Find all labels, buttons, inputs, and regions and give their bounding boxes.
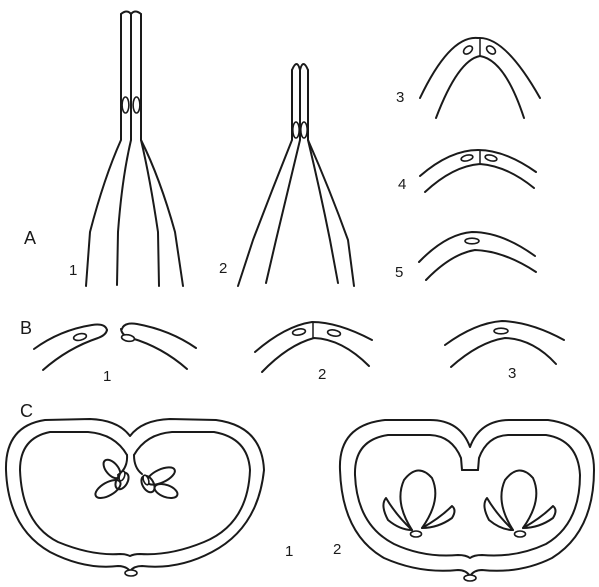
a1-left-bundle bbox=[122, 97, 129, 113]
a5-bundle bbox=[465, 238, 479, 244]
b2-right-bundle bbox=[327, 329, 341, 337]
panel-a5-drawing bbox=[419, 232, 536, 280]
panel-a-number-3: 3 bbox=[396, 90, 404, 105]
a3-left-bundle bbox=[462, 44, 474, 55]
panel-b3-drawing bbox=[445, 321, 564, 367]
panel-c1-drawing bbox=[6, 419, 264, 576]
c1-left-cluster-bundle bbox=[118, 470, 126, 481]
panel-c-number-1: 1 bbox=[285, 544, 293, 559]
a3-right-bundle bbox=[485, 44, 497, 55]
panel-c2-drawing bbox=[340, 420, 594, 581]
panel-a-number-2: 2 bbox=[219, 261, 227, 276]
panel-a-number-4: 4 bbox=[398, 177, 406, 192]
b3-bundle bbox=[494, 328, 508, 334]
panel-b1-drawing bbox=[34, 324, 196, 370]
b1-left-bundle bbox=[73, 333, 87, 342]
panel-b-number-3: 3 bbox=[508, 366, 516, 381]
panel-b-number-2: 2 bbox=[318, 367, 326, 382]
panel-a2-drawing bbox=[238, 64, 354, 286]
panel-c-number-2: 2 bbox=[333, 542, 341, 557]
c2-bottom-bundle bbox=[464, 575, 476, 581]
panel-a-number-1: 1 bbox=[69, 263, 77, 278]
b2-left-bundle bbox=[292, 328, 306, 336]
panel-b-number-1: 1 bbox=[103, 369, 111, 384]
a1-right-bundle bbox=[133, 97, 140, 113]
b1-right-bundle bbox=[121, 334, 135, 343]
panel-a1-drawing bbox=[86, 12, 183, 287]
a2-right-bundle bbox=[301, 122, 307, 138]
a4-right-bundle bbox=[485, 154, 498, 162]
panel-label-c: C bbox=[20, 402, 33, 420]
panel-label-b: B bbox=[20, 319, 32, 337]
a4-left-bundle bbox=[461, 154, 474, 162]
panel-a4-drawing bbox=[420, 150, 536, 192]
panel-label-a: A bbox=[24, 229, 36, 247]
c1-bottom-bundle bbox=[125, 570, 137, 576]
panel-b2-drawing bbox=[255, 322, 372, 372]
panel-a3-drawing bbox=[420, 38, 540, 118]
c2-left-bundle bbox=[411, 531, 422, 537]
panel-a-number-5: 5 bbox=[395, 265, 403, 280]
c2-right-bundle bbox=[515, 531, 526, 537]
a2-left-bundle bbox=[293, 122, 299, 138]
